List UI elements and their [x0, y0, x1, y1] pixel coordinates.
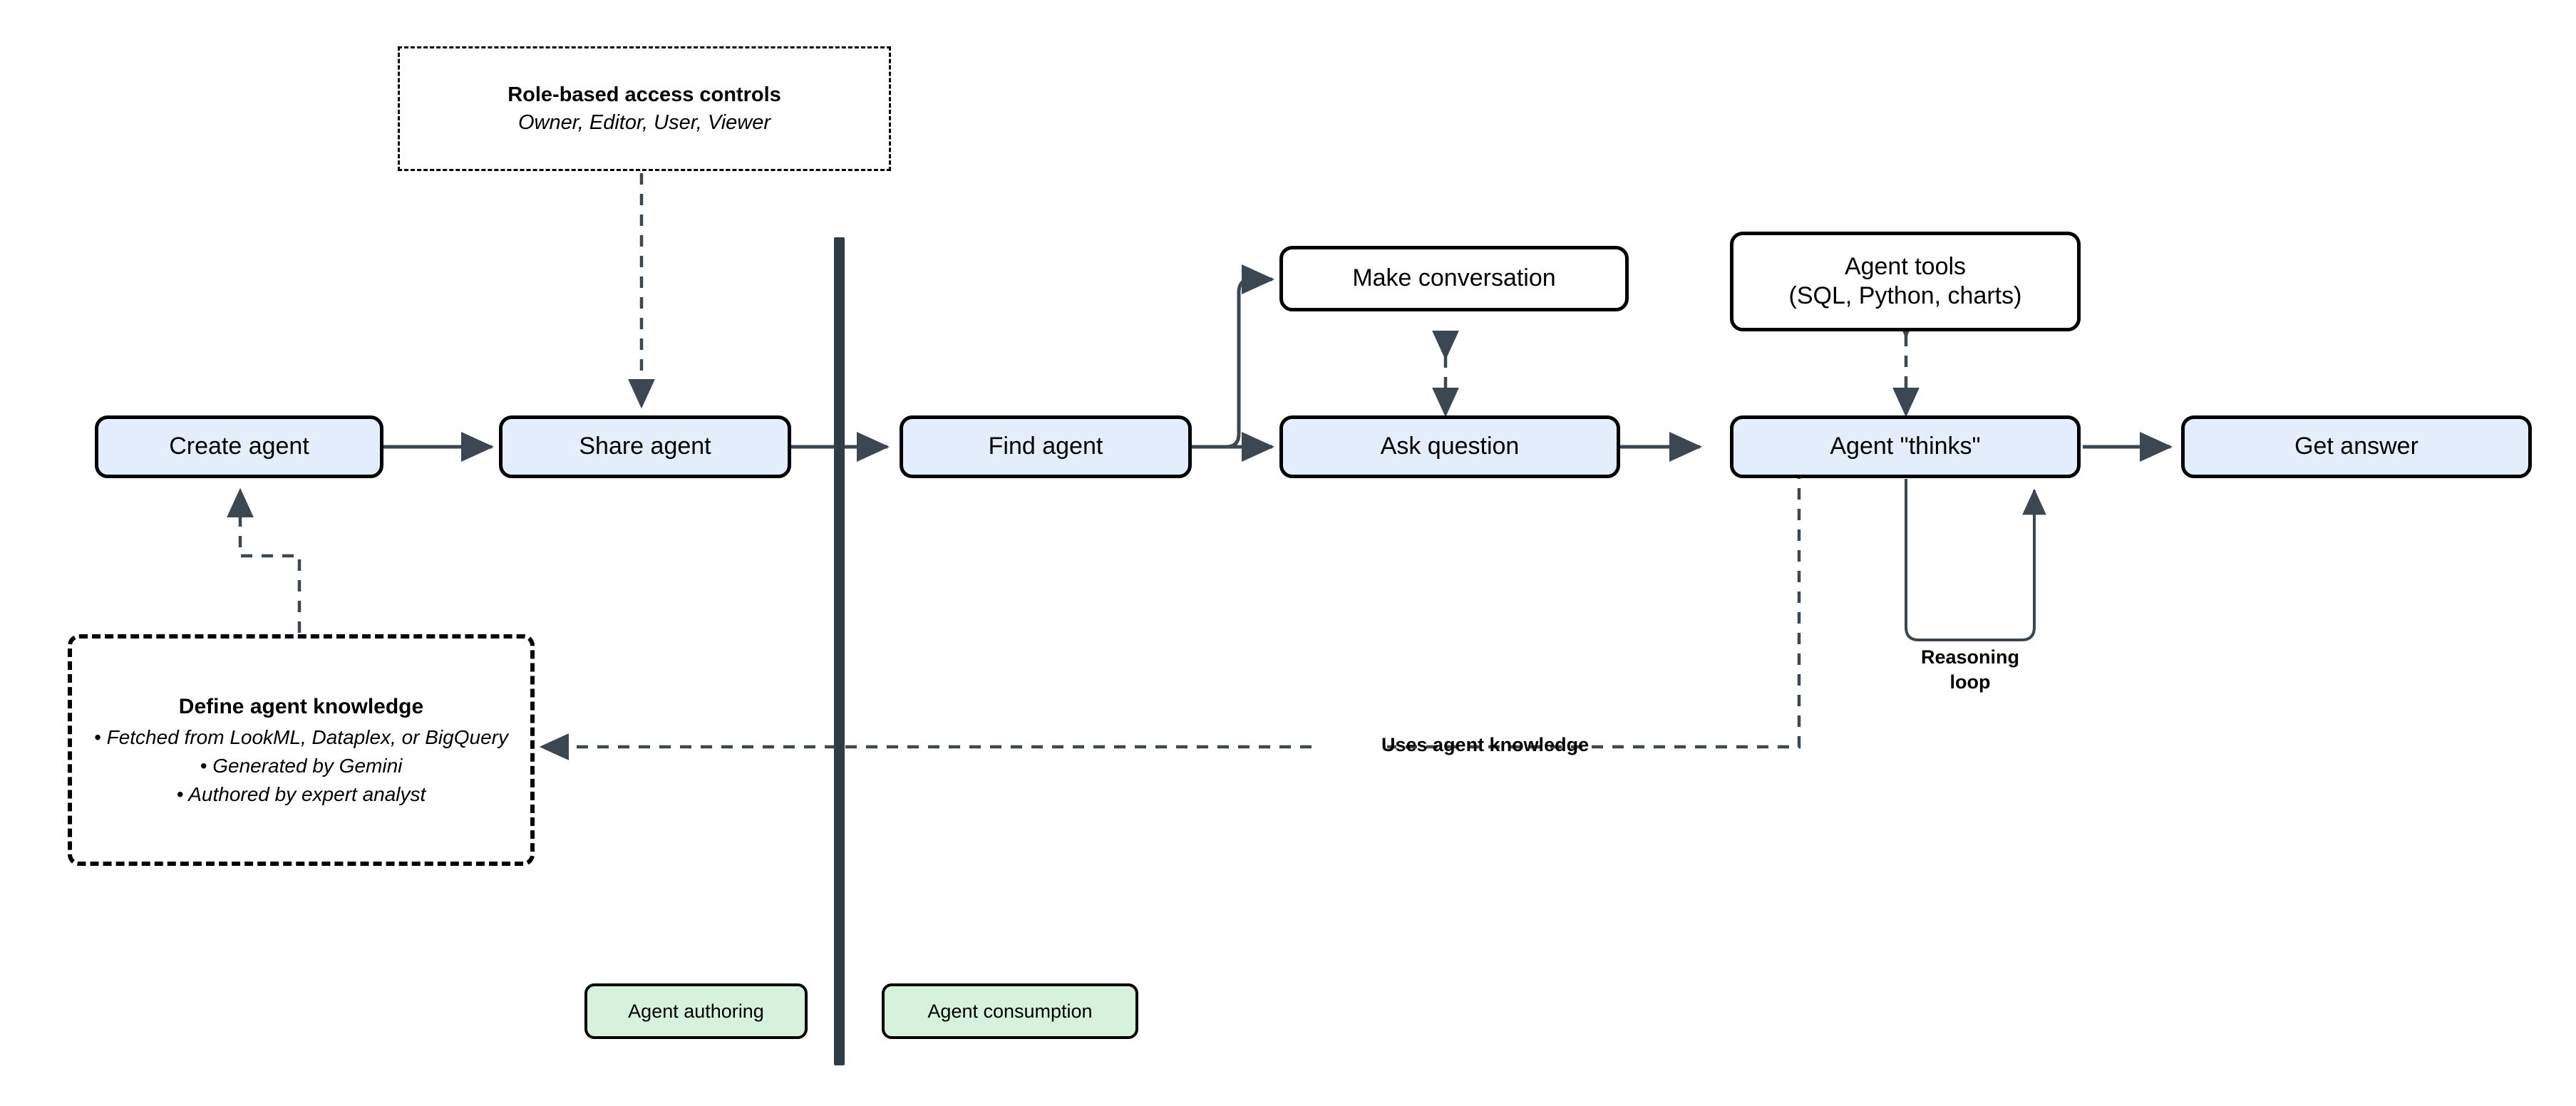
node-get-answer[interactable]: Get answer — [2181, 415, 2532, 478]
node-agent-tools-label-line1: Agent tools — [1844, 252, 1967, 280]
knowledge-bullet-1: • Fetched from LookML, Dataplex, or BigQ… — [94, 725, 508, 748]
knowledge-annotation: Define agent knowledge • Fetched from Lo… — [68, 634, 535, 866]
reasoning-loop-label: Reasoning loop — [1863, 645, 2077, 696]
node-agent-thinks[interactable]: Agent "thinks" — [1730, 415, 2081, 478]
node-ask-question-label: Ask question — [1380, 433, 1520, 460]
legend-agent-consumption-label: Agent consumption — [927, 1000, 1093, 1022]
node-agent-thinks-label: Agent "thinks" — [1830, 433, 1981, 460]
knowledge-bullet-3: • Authored by expert analyst — [176, 782, 426, 805]
knowledge-title: Define agent knowledge — [178, 694, 424, 718]
node-share-agent[interactable]: Share agent — [499, 415, 791, 478]
edge-thinks-to-knowledge-right — [1376, 447, 1801, 749]
rbac-title: Role-based access controls — [508, 83, 781, 106]
node-create-agent-label: Create agent — [169, 433, 309, 460]
node-find-agent[interactable]: Find agent — [900, 415, 1192, 478]
node-get-answer-label: Get answer — [2294, 433, 2418, 460]
node-agent-tools[interactable]: Agent tools (SQL, Python, charts) — [1730, 232, 2081, 331]
legend-agent-authoring-label: Agent authoring — [628, 1000, 764, 1022]
legend-agent-authoring[interactable]: Agent authoring — [584, 983, 808, 1039]
reasoning-loop-label-line2: loop — [1949, 671, 1991, 693]
edge-knowledge-to-create — [227, 487, 302, 633]
rbac-subtitle: Owner, Editor, User, Viewer — [517, 110, 771, 134]
uses-agent-knowledge-label: Uses agent knowledge — [1376, 733, 1589, 758]
knowledge-bullet-2: • Generated by Gemini — [200, 754, 403, 777]
node-agent-tools-label-line2: (SQL, Python, charts) — [1788, 282, 2022, 309]
node-create-agent[interactable]: Create agent — [95, 415, 383, 478]
section-divider — [834, 237, 845, 1065]
rbac-annotation: Role-based access controls Owner, Editor… — [398, 46, 891, 171]
legend-agent-consumption[interactable]: Agent consumption — [882, 983, 1138, 1039]
node-make-conversation-label: Make conversation — [1352, 264, 1556, 292]
reasoning-loop-label-line1: Reasoning — [1920, 646, 2020, 668]
edge-reasoning-loop — [1905, 479, 2046, 641]
node-share-agent-label: Share agent — [579, 433, 711, 460]
uses-agent-knowledge-text: Uses agent knowledge — [1381, 734, 1590, 755]
node-find-agent-label: Find agent — [988, 433, 1103, 460]
node-ask-question[interactable]: Ask question — [1279, 415, 1620, 478]
edge-find-to-conversation — [1192, 264, 1274, 449]
node-make-conversation[interactable]: Make conversation — [1279, 246, 1629, 311]
